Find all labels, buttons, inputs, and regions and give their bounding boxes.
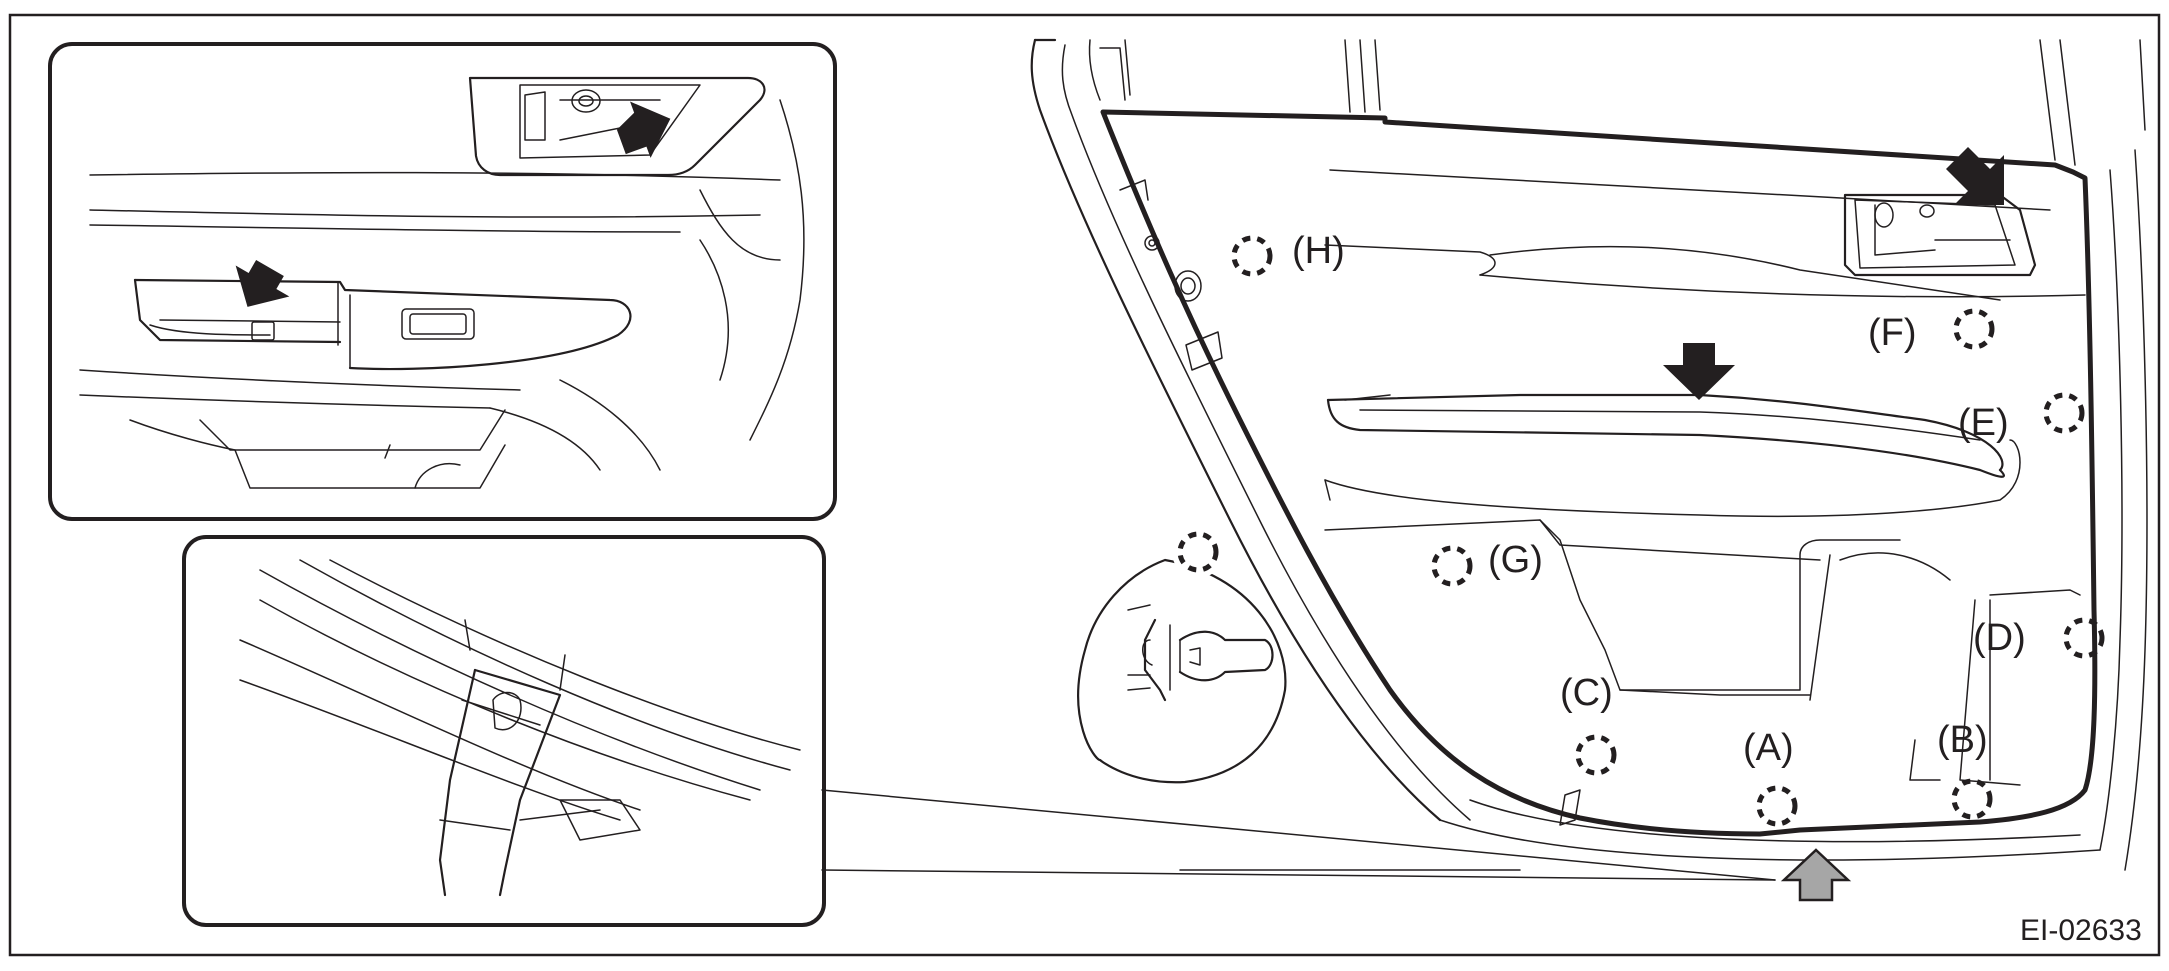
power-window-switch-inset xyxy=(48,42,837,521)
inset-down-arrow-icon xyxy=(235,259,290,307)
trim-tool-inset xyxy=(182,535,1776,927)
door-main-view: (H) (F) (E) (G) (D) (C) (A) (B) xyxy=(1030,38,2148,902)
clip-label-e: (E) xyxy=(1958,402,2009,444)
clip-marker-a xyxy=(1756,785,1798,827)
clip-label-g: (G) xyxy=(1488,539,1543,581)
clip-label-d: (D) xyxy=(1973,617,2026,659)
down-arrow-icon xyxy=(1663,343,1735,400)
figure-id: EI-02633 xyxy=(2020,914,2142,947)
clip-marker-h xyxy=(1231,235,1273,277)
clip-marker-e xyxy=(2043,392,2085,434)
door-trim-outline xyxy=(1100,109,2098,837)
clip-detail-view xyxy=(1077,526,1287,784)
inset-diagonal-arrow-icon xyxy=(616,101,671,158)
clip-label-h: (H) xyxy=(1292,230,1345,272)
clip-marker-c xyxy=(1575,734,1617,776)
clip-marker-f xyxy=(1953,308,1995,350)
clip-label-c: (C) xyxy=(1560,672,1613,714)
clip-label-f: (F) xyxy=(1868,312,1917,354)
up-arrow-icon xyxy=(1780,848,1852,902)
clip-marker-detail xyxy=(1177,531,1219,573)
clip-marker-d xyxy=(2063,617,2105,659)
clip-label-a: (A) xyxy=(1743,727,1794,769)
clip-label-b: (B) xyxy=(1937,719,1988,761)
clip-marker-b xyxy=(1951,778,1993,820)
clip-marker-g xyxy=(1431,545,1473,587)
diagonal-arrow-icon xyxy=(1946,147,2004,205)
